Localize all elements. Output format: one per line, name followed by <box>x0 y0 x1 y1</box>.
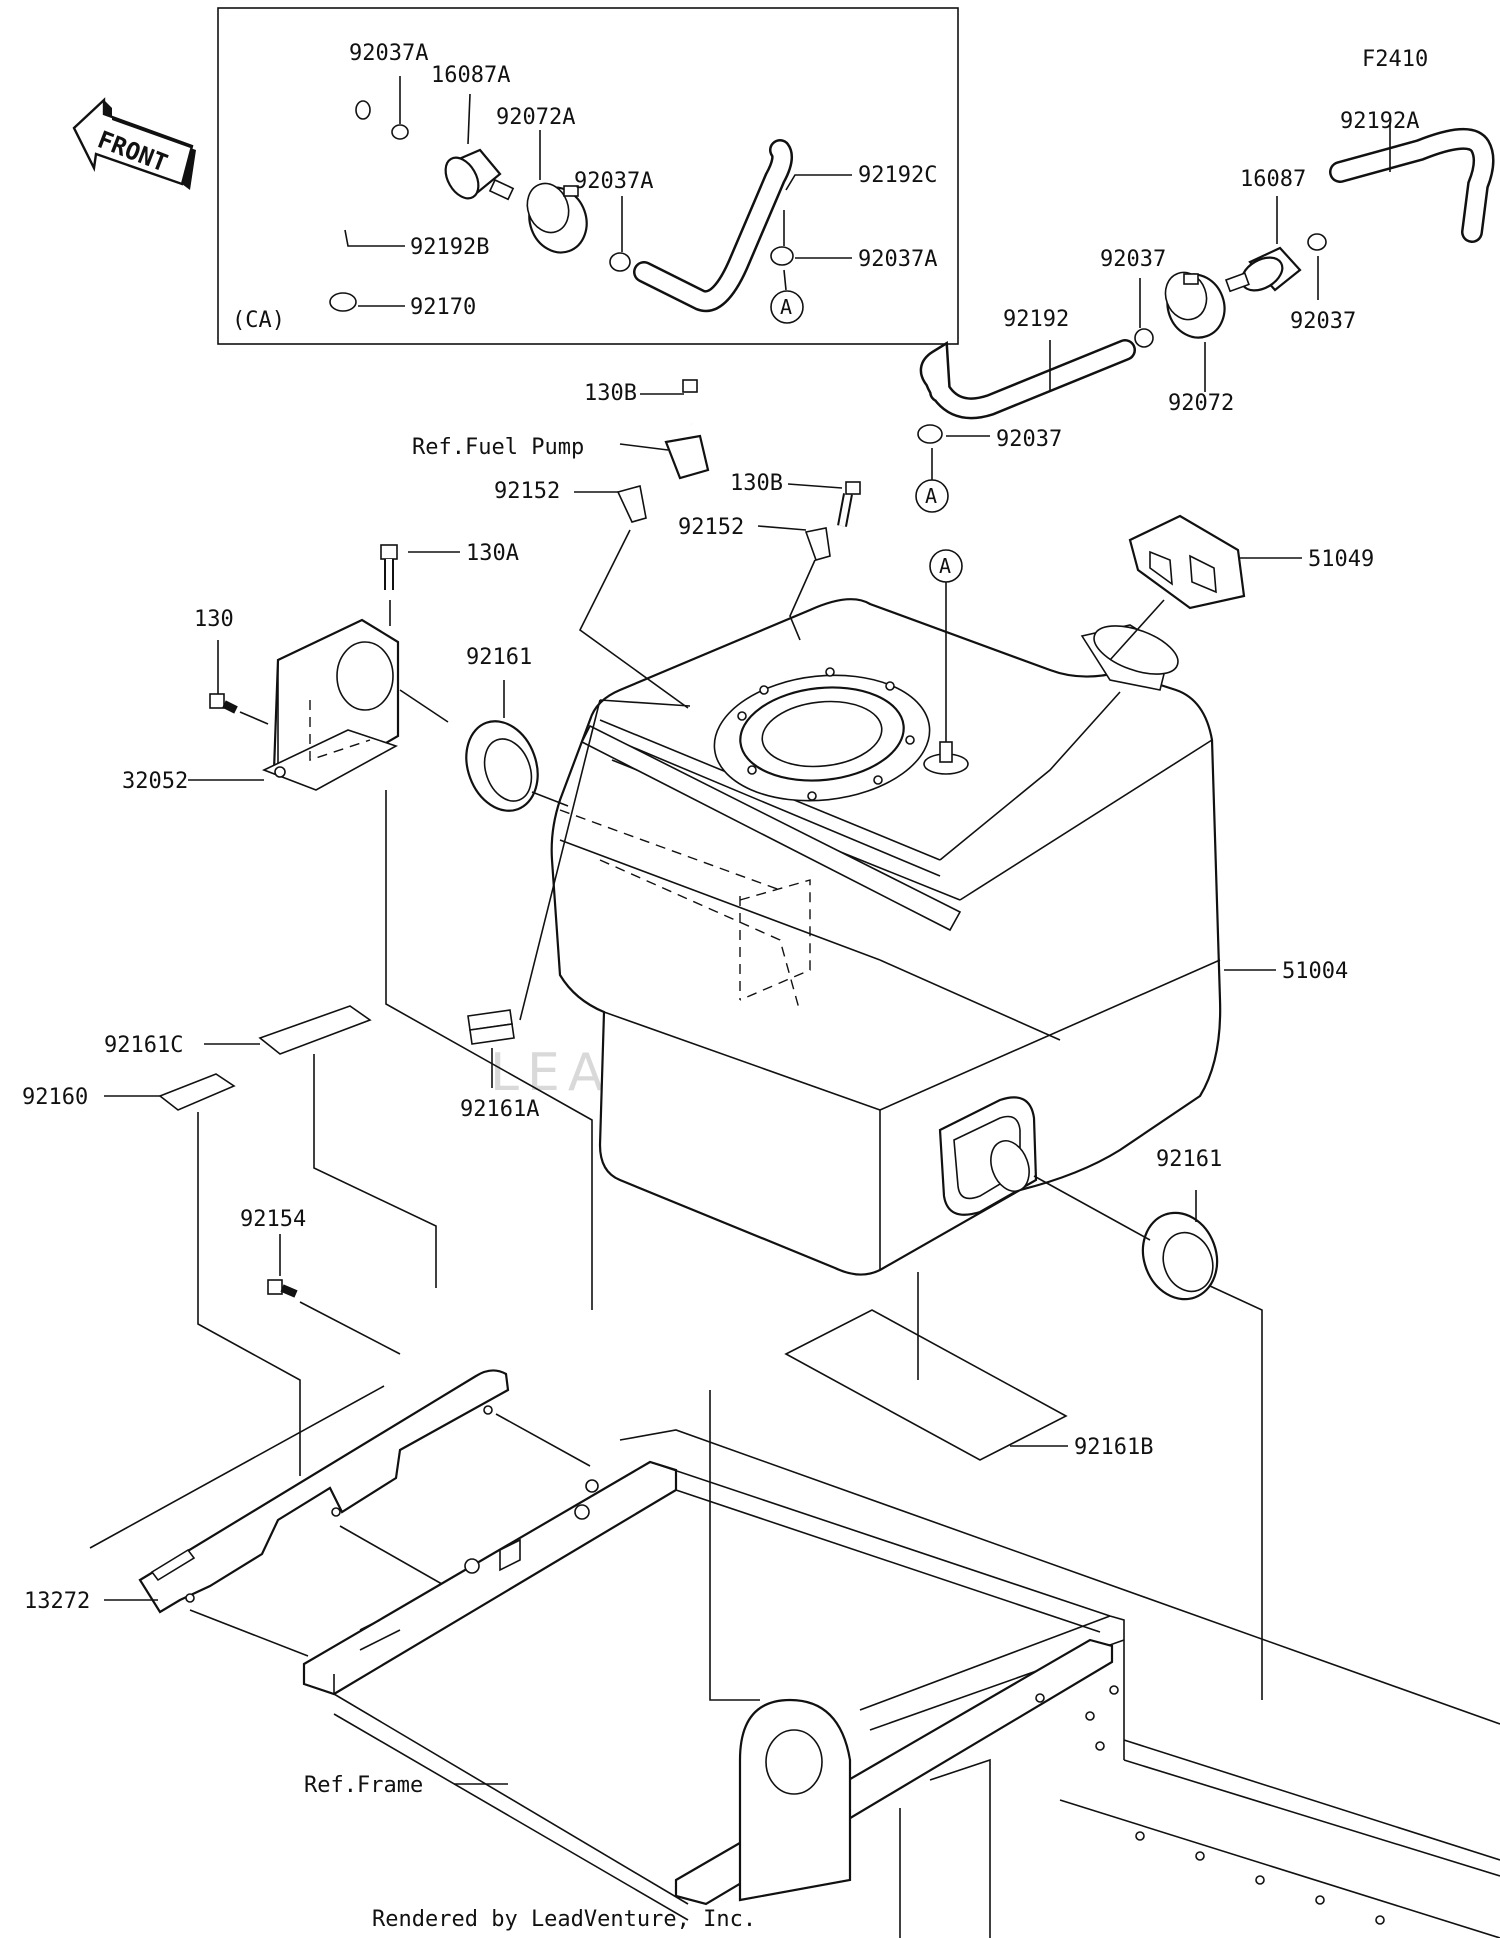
bolt-130-icon <box>209 693 225 709</box>
inset-box-ca: (CA) A <box>217 7 959 345</box>
callout-a-inset-text: A <box>780 295 792 319</box>
pad-92160: 92160 <box>22 1073 301 1476</box>
filter-16087-icon <box>1224 246 1302 293</box>
bolt-130b-right-icon <box>845 481 861 495</box>
clamp-92037a-right-icon <box>770 246 794 266</box>
label-130a: 130A <box>466 541 519 566</box>
vent-hose-assembly: A 92192A 16087 92037 92037 92192 92072 9… <box>915 109 1495 513</box>
grommet-92161-left: 92161 <box>465 645 569 812</box>
pad-92161a: 92161A <box>460 1009 539 1122</box>
footer-credit: Rendered by LeadVenture, Inc. <box>372 1907 756 1932</box>
label-92161-left: 92161 <box>466 645 532 670</box>
callout-a-inset <box>770 290 804 324</box>
label-92192b: 92192B <box>410 235 489 260</box>
label-92152-left: 92152 <box>494 479 560 504</box>
frame: Ref.Frame <box>302 1390 1500 1938</box>
callout-a-upper-text: A <box>925 484 937 508</box>
label-92037a-mid: 92037A <box>574 169 653 194</box>
clamp-92170-icon <box>329 292 357 312</box>
bracket-13272: 13272 <box>24 1369 591 1657</box>
label-92161a: 92161A <box>460 1097 539 1122</box>
label-92161-right: 92161 <box>1156 1147 1222 1172</box>
label-92072a: 92072A <box>496 105 575 130</box>
inset-label: (CA) <box>232 308 285 333</box>
label-92160: 92160 <box>22 1085 88 1110</box>
label-92170: 92170 <box>410 295 476 320</box>
label-92037a-right: 92037A <box>858 247 937 272</box>
label-32052: 32052 <box>122 769 188 794</box>
pad-92161c: 92161C <box>104 1005 437 1288</box>
fuel-pump-hardware: 130B Ref.Fuel Pump 130B 92152 92152 <box>412 379 861 561</box>
damper-92152-right-icon <box>804 527 831 561</box>
label-16087: 16087 <box>1240 167 1306 192</box>
label-92037a-top: 92037A <box>349 41 428 66</box>
clamp-band-92072a-icon <box>526 182 588 254</box>
damper-92152-left-icon <box>616 484 647 523</box>
front-direction-arrow: FRONT <box>72 97 196 190</box>
bolt-130a-icon <box>380 544 398 560</box>
label-16087a: 16087A <box>431 63 510 88</box>
clamp-band-92072-icon <box>1164 271 1226 339</box>
fuel-pump-clip-icon <box>664 434 710 480</box>
fuel-tank-51004: A <box>550 549 1222 1276</box>
clamp-92037-right-icon <box>1307 233 1327 251</box>
figure-code: F2410 <box>1362 47 1428 72</box>
label-13272: 13272 <box>24 1589 90 1614</box>
callout-a-tank-text: A <box>939 554 951 578</box>
label-92037-right: 92037 <box>1290 309 1356 334</box>
clamp-92037-left-icon <box>1134 328 1154 348</box>
label-92161b: 92161B <box>1074 1435 1153 1460</box>
bracket-32052: 130A 130 32052 <box>122 541 593 1310</box>
label-92192a: 92192A <box>1340 109 1419 134</box>
label-130: 130 <box>194 607 234 632</box>
label-92192c: 92192C <box>858 163 937 188</box>
pad-92161b: 92161B <box>784 1272 1153 1461</box>
label-130b-top: 130B <box>584 381 637 406</box>
grommet-92161-right: 92161 <box>1033 1147 1263 1700</box>
label-92154: 92154 <box>240 1207 306 1232</box>
label-ref-frame: Ref.Frame <box>304 1773 423 1798</box>
clamp-92037a-icon <box>391 124 409 140</box>
filter-16087a-icon <box>444 148 515 201</box>
label-92037-lower: 92037 <box>996 427 1062 452</box>
label-51049: 51049 <box>1308 547 1374 572</box>
clamp-92037-lower-icon <box>917 424 943 444</box>
bolt-130b-top-icon <box>682 379 698 393</box>
label-92037-left: 92037 <box>1100 247 1166 272</box>
label-130b-right: 130B <box>730 471 783 496</box>
clamp-92037a-mid-icon <box>609 252 631 272</box>
label-92161c: 92161C <box>104 1033 183 1058</box>
label-51004: 51004 <box>1282 959 1348 984</box>
bolt-92154: 92154 <box>240 1207 401 1355</box>
label-92152-right: 92152 <box>678 515 744 540</box>
label-92072: 92072 <box>1168 391 1234 416</box>
fuel-cap-51049: 51049 <box>1109 514 1374 661</box>
label-ref-fuel-pump: Ref.Fuel Pump <box>412 435 584 460</box>
label-92192: 92192 <box>1003 307 1069 332</box>
